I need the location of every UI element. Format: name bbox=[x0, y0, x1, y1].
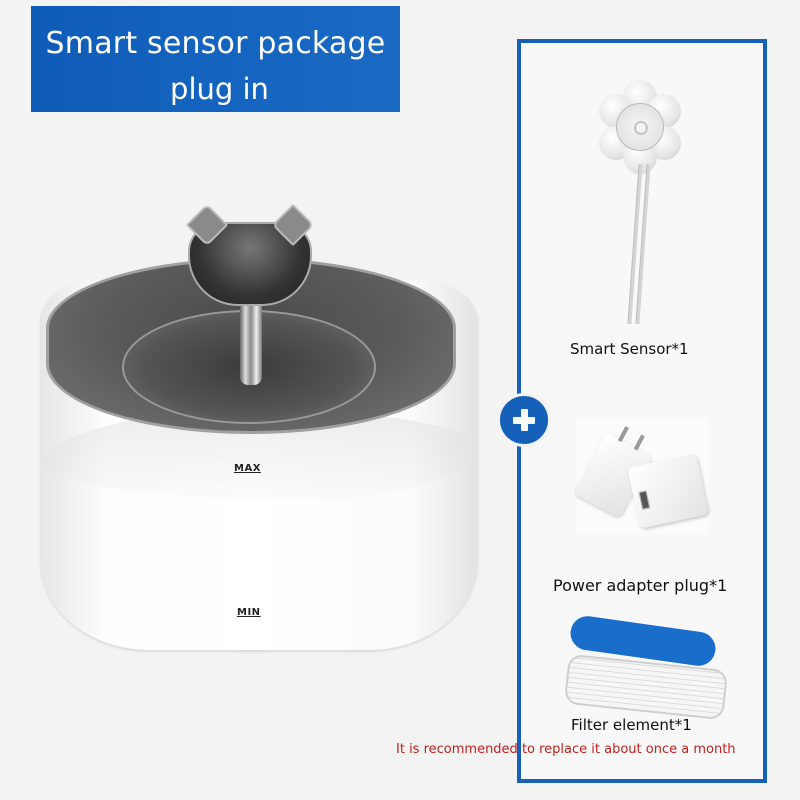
motion-sensor-image bbox=[595, 80, 685, 330]
item-label-smart-sensor: Smart Sensor*1 bbox=[570, 340, 689, 358]
max-water-mark: MAX bbox=[234, 463, 261, 474]
cat-ear-left bbox=[185, 203, 229, 247]
adapter-prong bbox=[617, 426, 629, 443]
item-label-filter-element: Filter element*1 bbox=[571, 716, 692, 734]
water-fountain-image: MAX MIN bbox=[40, 200, 480, 660]
banner-title-line1: Smart sensor package bbox=[45, 26, 386, 61]
adapter-front bbox=[627, 453, 709, 529]
adapter-prong bbox=[633, 434, 645, 451]
title-banner: Smart sensor package plug in bbox=[31, 6, 400, 112]
cat-ear-spout bbox=[185, 203, 315, 306]
item-label-power-adapter: Power adapter plug*1 bbox=[553, 576, 728, 595]
power-adapter-image bbox=[573, 418, 709, 534]
min-water-mark: MIN bbox=[237, 607, 261, 618]
banner-title-line2: plug in bbox=[170, 72, 269, 106]
filter-replacement-note: It is recommended to replace it about on… bbox=[396, 742, 736, 757]
sensor-lens bbox=[616, 103, 664, 151]
water-stream bbox=[240, 295, 262, 385]
filter-element-image bbox=[556, 614, 736, 721]
cat-ear-right bbox=[271, 203, 315, 247]
plus-circle-icon bbox=[497, 393, 551, 447]
usb-port-icon bbox=[638, 490, 651, 510]
